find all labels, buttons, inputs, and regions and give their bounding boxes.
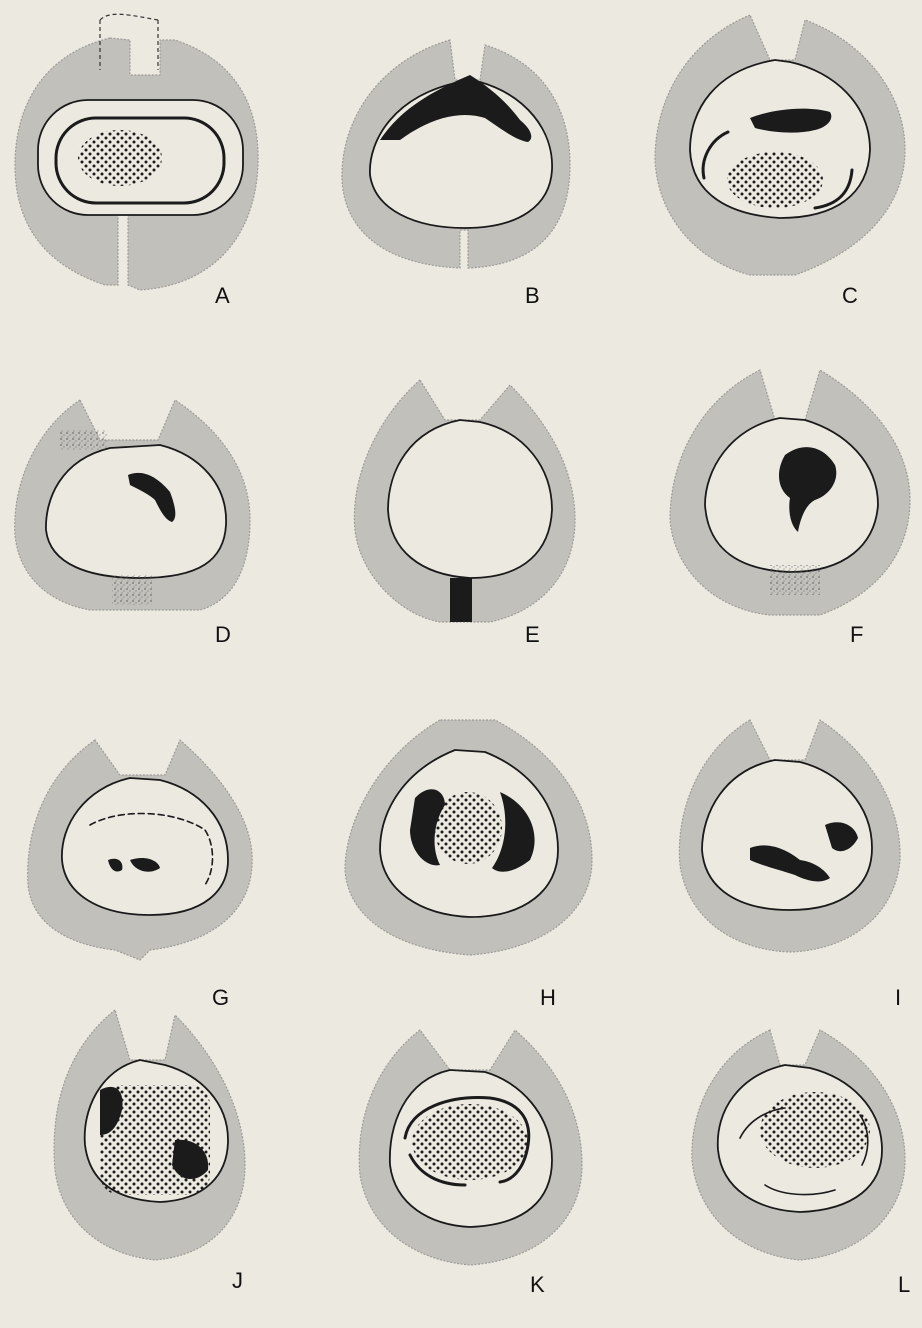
panel-h-drawing xyxy=(320,710,620,1028)
panel-f: F xyxy=(620,360,920,678)
panel-e-dark-plug xyxy=(450,578,472,622)
panel-d-drawing xyxy=(0,360,300,678)
panel-b-drawing xyxy=(320,0,620,318)
panel-j-label: J xyxy=(232,1268,243,1294)
panel-j-drawing xyxy=(0,1010,300,1328)
panel-d-stipple-base xyxy=(112,575,152,605)
panel-e-label: E xyxy=(525,622,540,648)
panel-b-label: B xyxy=(525,283,540,309)
panel-a-label: A xyxy=(215,283,230,309)
panel-h: H xyxy=(320,710,620,1028)
panel-l-seed-dots xyxy=(760,1092,870,1168)
panel-c: C xyxy=(620,0,920,318)
panel-a-drawing xyxy=(0,0,300,318)
panel-d: D xyxy=(0,360,300,678)
panel-d-label: D xyxy=(215,622,231,648)
panel-f-stipple-base xyxy=(770,565,820,595)
panel-e-drawing xyxy=(320,360,620,678)
panel-g: G xyxy=(0,720,300,1038)
panel-f-label: F xyxy=(850,622,863,648)
panel-a-seed-dots xyxy=(78,130,162,186)
panel-g-drawing xyxy=(0,720,300,1038)
panel-l-label: L xyxy=(898,1272,910,1298)
figure-plate: A B C D xyxy=(0,0,922,1294)
panel-h-label: H xyxy=(540,985,556,1011)
panel-d-stipple-top xyxy=(60,430,108,450)
panel-i-label: I xyxy=(895,985,901,1011)
panel-j: J xyxy=(0,1010,300,1328)
panel-k-label: K xyxy=(530,1272,545,1298)
panel-k: K xyxy=(320,1010,620,1328)
panel-a: A xyxy=(0,0,300,318)
panel-l-drawing xyxy=(620,1010,920,1328)
panel-k-seed-dots xyxy=(412,1104,528,1180)
panel-c-drawing xyxy=(620,0,920,318)
panel-c-seed-dots xyxy=(727,152,823,208)
panel-e: E xyxy=(320,360,620,678)
panel-i: I xyxy=(620,720,920,1038)
panel-k-drawing xyxy=(320,1010,620,1328)
panel-f-drawing xyxy=(620,360,920,678)
panel-c-label: C xyxy=(842,283,858,309)
panel-g-label: G xyxy=(212,985,229,1011)
panel-i-drawing xyxy=(620,720,920,1038)
panel-d-cavity xyxy=(46,445,226,578)
panel-l: L xyxy=(620,1010,920,1328)
panel-b: B xyxy=(320,0,620,318)
